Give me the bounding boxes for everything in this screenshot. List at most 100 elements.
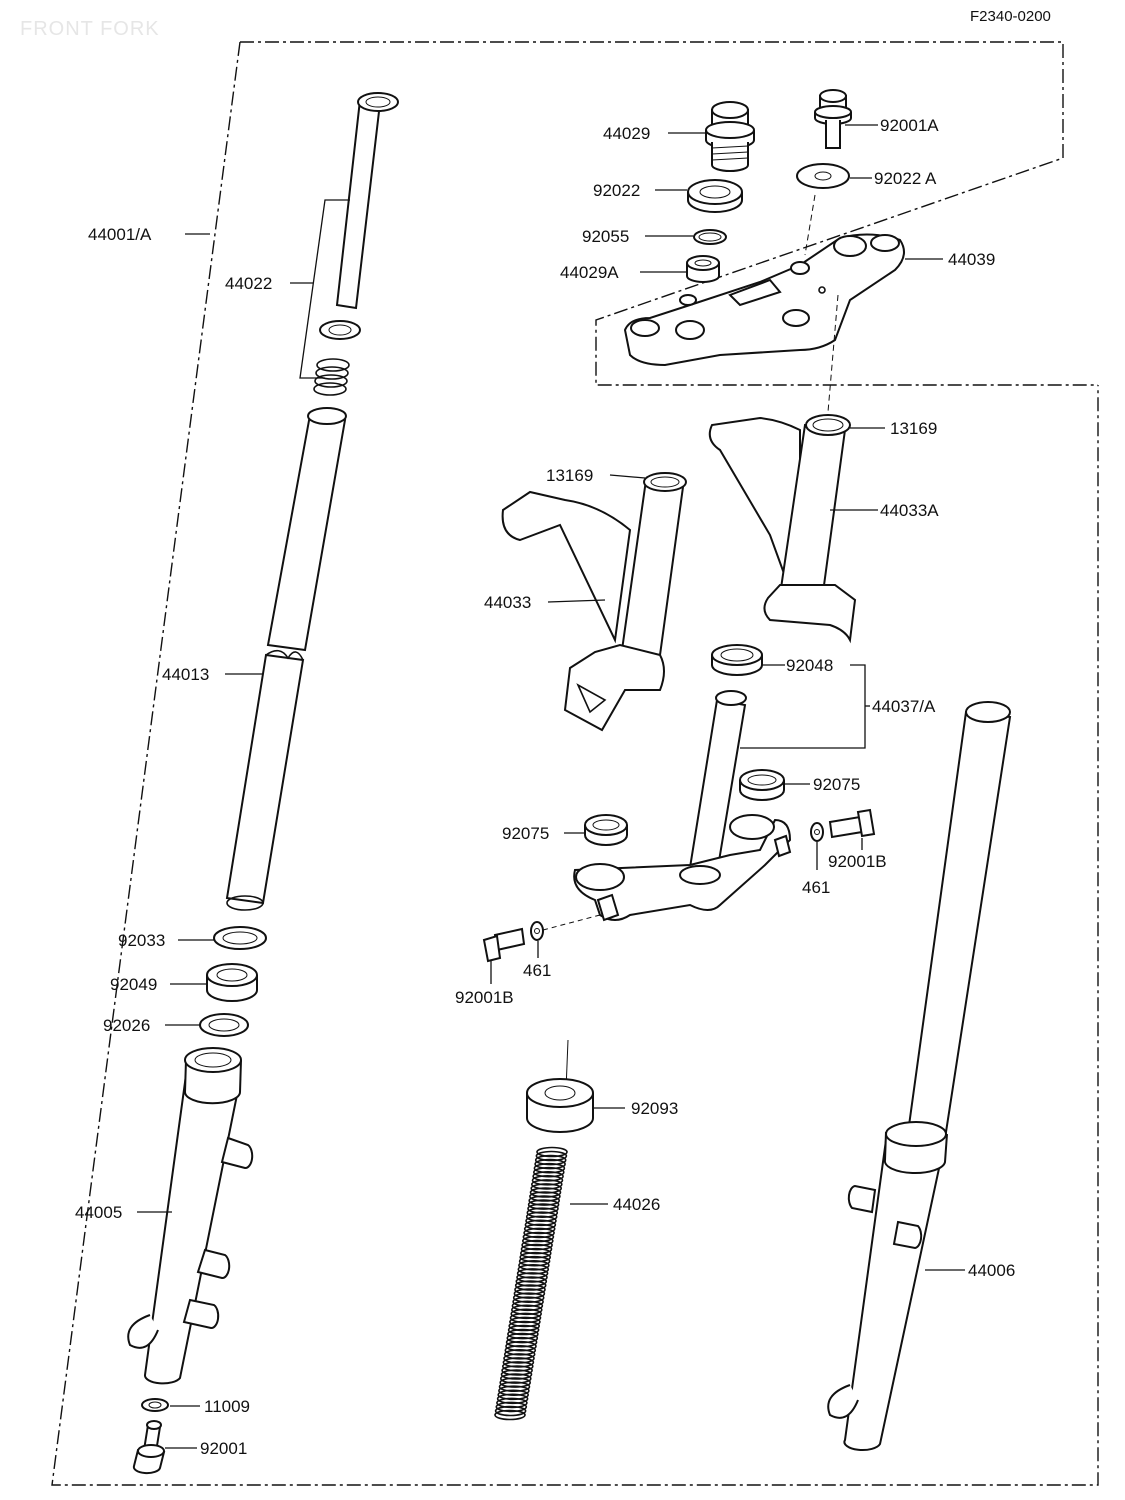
spring-coil [533,1162,566,1174]
label-44005: 44005 [75,1203,123,1222]
spring-coil [527,1203,559,1214]
bracket-44037a [740,664,866,749]
spring-coil [525,1215,557,1227]
label-11009: 11009 [204,1397,251,1416]
part-92055-o-ring [693,229,727,245]
spring-coil [508,1320,541,1332]
label-92075-left: 92075 [502,824,550,843]
leader-44033 [547,599,606,603]
spring-coil [506,1332,539,1344]
spring-coil [502,1357,535,1368]
label-44037a: 44037/A [872,697,936,716]
spring-coil [536,1146,568,1158]
spring-coil [524,1219,557,1231]
spring-coil [530,1179,563,1190]
spring-coil [495,1401,528,1413]
label-92049: 92049 [110,975,158,994]
diagram-code: F2340-0200 [970,8,1051,25]
spring-coil [531,1175,564,1186]
label-461-left: 461 [523,961,552,980]
spring-coil [525,1211,558,1222]
spring-coil [494,1409,526,1421]
spring-coil [516,1272,548,1283]
part-44022-cap-tube [335,92,399,310]
part-92001b-bolt-right [828,808,876,839]
spring-coil [496,1397,528,1409]
spring-coil [515,1276,548,1287]
spring-coil [503,1349,536,1360]
part-44026-fork-spring [494,1146,568,1421]
part-92033-ring [213,926,267,950]
spring-coil [499,1373,532,1384]
part-92001a-bolt [814,89,852,149]
spring-coil [520,1243,553,1255]
spring-coil [518,1260,550,1271]
part-92022a-washer [796,163,850,189]
spring-coil [529,1191,561,1202]
label-92001b-left: 92001B [455,988,514,1007]
label-44033a: 44033A [880,501,939,520]
spring-coil [510,1304,543,1316]
spring-coil [523,1223,556,1235]
part-92075-bearing-left [584,814,628,846]
spring-coil [494,1405,527,1417]
spring-coil [529,1187,562,1198]
part-44033-headlight-bracket [501,472,687,732]
spring-coil [513,1288,546,1299]
spring-coil [510,1308,543,1320]
diagram-title: FRONT FORK [20,18,160,40]
label-44029a: 44029A [560,263,619,282]
label-44033: 44033 [484,593,532,612]
spring-coil [532,1166,565,1178]
spring-coil [514,1280,547,1291]
part-92022-washer [687,179,743,213]
part-92026-washer [199,1013,249,1037]
spring-coil [498,1385,530,1396]
spring-coil [516,1268,549,1279]
part-92075-bearing-right [739,769,785,801]
part-44039-upper-bracket [623,233,905,367]
label-92022a: 92022 A [874,169,937,188]
part-small-spring [313,358,350,396]
spring-coil [518,1255,551,1267]
label-92075-right: 92075 [813,775,861,794]
label-92048: 92048 [786,656,834,675]
part-92048-seal [711,644,763,676]
part-92001b-bolt-left [482,927,526,963]
label-92001: 92001 [200,1439,248,1458]
spring-coil [505,1336,538,1348]
label-92001b-right: 92001B [828,852,887,871]
part-44006-fork-leg [827,701,1012,1452]
spring-coil [535,1150,568,1162]
spring-coil [499,1377,532,1388]
spring-coil [521,1235,554,1247]
spring-coil [504,1345,537,1356]
label-92022: 92022 [593,181,641,200]
axis-92022a [804,194,816,256]
spring-coil [503,1353,535,1364]
part-11009-gasket [141,1398,169,1412]
part-44005-outer-tube [127,1047,254,1385]
bracket-44022 [299,199,350,379]
label-13169-left: 13169 [546,466,594,485]
part-circlip [319,320,361,340]
spring-coil [498,1381,531,1392]
spring-coil [534,1154,567,1166]
spring-coil [501,1365,533,1376]
spring-coil [511,1300,544,1312]
spring-coil [497,1389,530,1401]
spring-coil [507,1328,539,1340]
spring-coil [509,1312,542,1324]
frame-top-edge [240,41,1098,386]
spring-coil [514,1284,546,1295]
spring-coil [519,1247,552,1259]
label-92033: 92033 [118,931,166,950]
part-461-washer-right [810,822,824,842]
spring-coil [527,1199,560,1210]
part-44013-inner-tube [225,407,347,911]
label-44006: 44006 [968,1261,1016,1280]
spring-coil [521,1239,553,1251]
label-92055: 92055 [582,227,630,246]
